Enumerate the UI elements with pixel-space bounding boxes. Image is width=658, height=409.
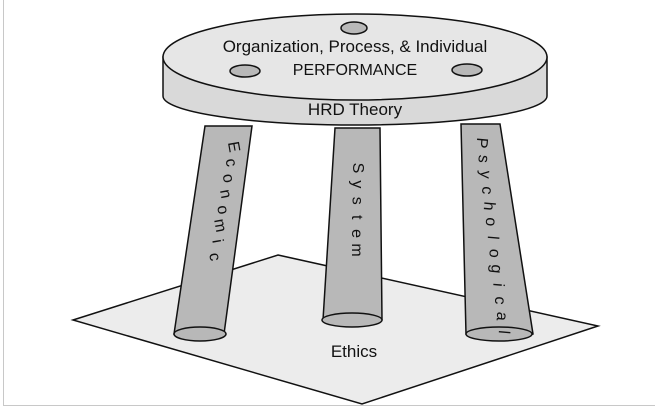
leg-letter: s xyxy=(474,154,492,163)
leg-letter: o xyxy=(482,217,500,227)
leg-letter: E xyxy=(224,140,243,153)
image-frame xyxy=(3,0,655,406)
leg-letter: c xyxy=(205,252,223,263)
peg-hole-top xyxy=(340,21,368,35)
leg-letter: i xyxy=(208,238,225,244)
tabletop-title-line1: Organization, Process, & Individual xyxy=(223,37,488,56)
leg-letter: m xyxy=(210,218,229,234)
leg-letter: o xyxy=(219,172,237,184)
hrd-theory-label: HRD Theory xyxy=(308,100,403,119)
leg-letter: n xyxy=(216,188,234,200)
leg-letter: e xyxy=(348,229,365,238)
leg-letter: o xyxy=(485,248,503,258)
leg-letter: a xyxy=(493,311,511,321)
peg-hole-left xyxy=(229,64,261,78)
leg-letter: P xyxy=(472,137,490,149)
ethics-label: Ethics xyxy=(331,342,377,361)
leg-letter: s xyxy=(348,197,365,205)
leg-letter: o xyxy=(213,204,231,216)
leg-letter: m xyxy=(348,243,365,256)
leg-letter: g xyxy=(487,264,505,274)
leg-letter: y xyxy=(476,170,494,179)
leg-system: Sy s t em xyxy=(321,127,383,328)
leg-letter: y xyxy=(349,180,366,188)
tabletop-surface xyxy=(162,13,548,101)
leg-letter: h xyxy=(480,201,498,211)
tabletop-title-line2: PERFORMANCE xyxy=(293,62,417,79)
leg-letter: i xyxy=(489,282,506,287)
leg-letter: l xyxy=(495,330,512,335)
leg-letter: l xyxy=(484,235,501,240)
leg-letter: c xyxy=(221,157,239,168)
leg-letter: c xyxy=(491,296,509,305)
leg-letter: t xyxy=(348,215,365,220)
leg-letter: S xyxy=(349,163,366,174)
peg-hole-right xyxy=(451,63,483,77)
leg-system-label: Sy s t em xyxy=(348,163,366,257)
leg-letter: c xyxy=(478,186,496,195)
